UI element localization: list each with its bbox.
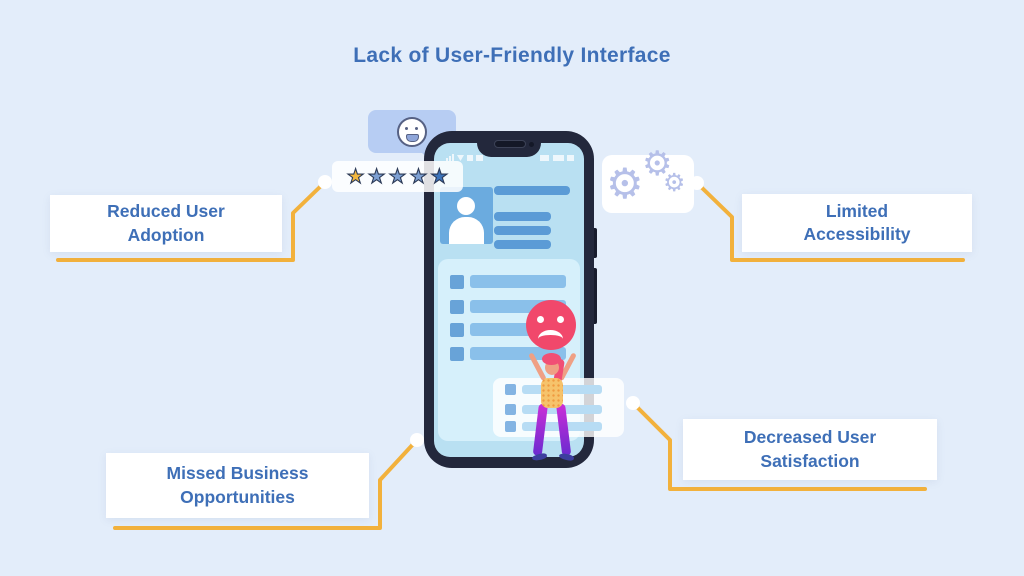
avatar-person-icon <box>457 197 475 215</box>
gear-icon: ⚙ <box>606 160 644 207</box>
emoji-eye <box>405 126 408 130</box>
connector-line-missed-business-opportunities <box>113 439 418 530</box>
profile-avatar <box>440 187 493 244</box>
emoji-eye <box>415 126 418 130</box>
sad-emoji-icon <box>397 116 427 147</box>
sad-face-eye <box>557 316 564 323</box>
person-hair <box>542 353 561 365</box>
gears-card: ⚙ ⚙ ⚙ <box>602 147 694 213</box>
person-illustration <box>524 344 580 462</box>
signal-icon <box>449 156 451 161</box>
connector-line-decreased-user-satisfaction <box>632 402 927 491</box>
list-item-checkbox <box>450 275 464 289</box>
list-item-checkbox <box>450 300 464 314</box>
star-rating-bar: ★ ★ ★ ★ ★ <box>332 161 463 192</box>
callout-label-line: Limited <box>825 200 889 221</box>
list-item-checkbox <box>450 347 464 361</box>
list-item-checkbox <box>450 323 464 337</box>
callout-label-line: Opportunities <box>180 486 295 507</box>
star-icon: ★ <box>430 165 449 188</box>
sad-face-eye <box>537 316 544 323</box>
star-icon: ★ <box>388 165 407 188</box>
battery-icon <box>467 155 473 161</box>
person-torso <box>541 378 563 408</box>
signal-icon <box>452 154 454 161</box>
profile-text-placeholder <box>494 226 551 235</box>
profile-text-placeholder <box>494 240 551 249</box>
status-icon <box>553 155 564 161</box>
list-item-checkbox <box>505 384 516 395</box>
star-icon: ★ <box>409 165 428 188</box>
gear-icon: ⚙ <box>642 145 673 183</box>
callout-label-line: Reduced User <box>107 201 225 222</box>
profile-text-placeholder <box>494 212 551 221</box>
signal-icon <box>446 158 448 161</box>
connector-dot <box>626 396 640 410</box>
list-item-checkbox <box>505 404 516 415</box>
battery-icon <box>567 155 574 161</box>
callout-limited-accessibility: Limited Accessibility <box>742 194 972 252</box>
callout-label-line: Decreased User <box>743 427 877 448</box>
wifi-icon <box>457 155 464 161</box>
phone-notch <box>477 131 541 157</box>
status-icon <box>476 155 483 161</box>
page-title: Lack of User-Friendly Interface <box>353 44 671 67</box>
status-icon <box>540 155 549 161</box>
phone-volume-button <box>592 268 597 324</box>
connector-line-limited-accessibility <box>696 182 965 262</box>
connector-dot <box>318 175 332 189</box>
phone-speaker <box>494 140 526 148</box>
sad-face-frown <box>538 330 563 348</box>
list-item-text-placeholder <box>470 275 566 288</box>
callout-reduced-user-adoption: Reduced User Adoption <box>50 195 282 252</box>
connector-dot <box>410 433 424 447</box>
callout-label-line: Adoption <box>127 224 205 245</box>
avatar-person-body <box>449 217 484 244</box>
callout-label-line: Missed Business <box>166 463 309 484</box>
profile-text-placeholder <box>494 186 570 195</box>
star-icon-filled: ★ <box>346 165 365 188</box>
callout-missed-business-opportunities: Missed Business Opportunities <box>106 453 369 518</box>
gear-icon: ⚙ <box>663 169 686 197</box>
callout-decreased-user-satisfaction: Decreased User Satisfaction <box>683 419 937 480</box>
connector-dot <box>690 176 704 190</box>
emoji-frown <box>406 133 419 142</box>
list-item-checkbox <box>505 421 516 432</box>
star-icon: ★ <box>367 165 386 188</box>
sad-face-icon <box>526 300 576 350</box>
phone-power-button <box>592 228 597 258</box>
callout-label-line: Accessibility <box>803 224 911 244</box>
connector-line-reduced-user-adoption <box>56 181 326 262</box>
phone-camera <box>529 142 534 147</box>
callout-label-line: Satisfaction <box>760 450 860 471</box>
